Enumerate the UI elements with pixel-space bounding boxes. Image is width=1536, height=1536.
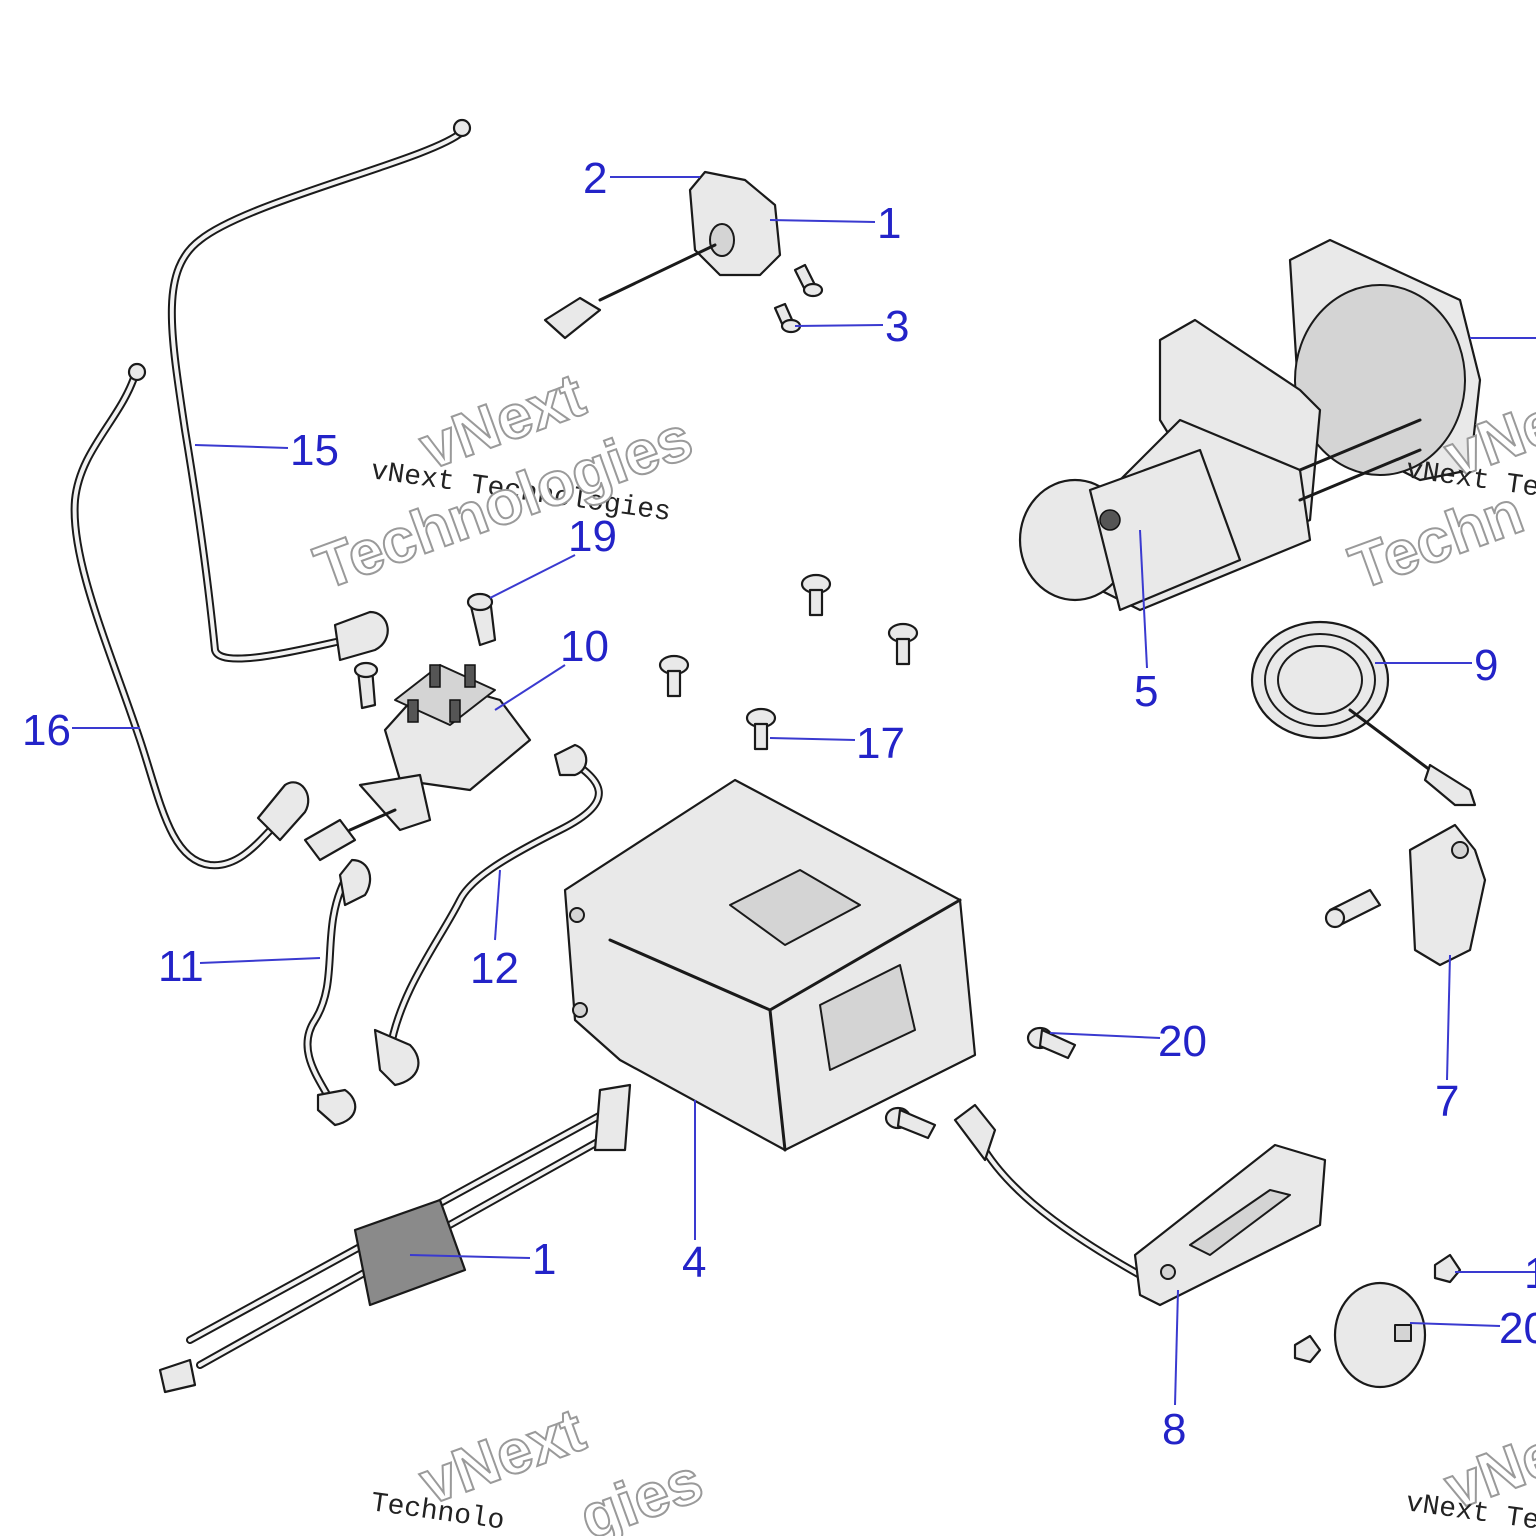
callout-13: 15 bbox=[290, 426, 339, 475]
callout-10: 10 bbox=[560, 622, 609, 671]
part-12-cable bbox=[373, 743, 603, 1087]
callout-labels: 2 1 3 15 19 10 16 17 5 9 7 11 12 20 4 1 … bbox=[22, 154, 1536, 1454]
part-16-bolts bbox=[353, 592, 497, 710]
part-13-battery-cable bbox=[167, 118, 472, 663]
part-5-winch bbox=[1018, 238, 1482, 612]
part-3-screws bbox=[773, 263, 824, 334]
callout-16: 19 bbox=[568, 512, 617, 561]
leader-lines bbox=[72, 176, 1536, 1406]
callout-17: 20 bbox=[1158, 1017, 1207, 1066]
part-14-ground-cable bbox=[70, 362, 310, 870]
callout-11: 11 bbox=[158, 942, 204, 991]
part-17-bolts bbox=[884, 1026, 1077, 1140]
part-18-19-hardware bbox=[1293, 1253, 1462, 1389]
callout-9: 9 bbox=[1474, 641, 1498, 690]
callout-12: 12 bbox=[470, 944, 519, 993]
part-15-screws bbox=[658, 573, 919, 751]
callout-1: 1 bbox=[877, 199, 901, 248]
callout-4: 4 bbox=[682, 1238, 706, 1287]
part-20-harness bbox=[158, 1083, 632, 1394]
callout-5: 5 bbox=[1134, 667, 1158, 716]
part-1-2-handlebar-switch bbox=[543, 170, 782, 340]
callout-2: 2 bbox=[583, 154, 607, 203]
part-8-fairlead bbox=[953, 1103, 1327, 1307]
watermark-bottom: vNext Technolo gies vNe vNext Te bbox=[369, 1395, 1536, 1536]
callout-3: 3 bbox=[885, 302, 909, 351]
callout-19: 20 bbox=[1499, 1304, 1536, 1353]
part-10-solenoid bbox=[358, 664, 532, 832]
callout-18-cut: 1 bbox=[1524, 1249, 1536, 1298]
callout-14: 16 bbox=[22, 706, 71, 755]
callout-7: 7 bbox=[1435, 1077, 1459, 1126]
part-4-mounting-plate bbox=[563, 778, 977, 1152]
harness-connector bbox=[303, 808, 397, 862]
part-7-hook bbox=[1324, 823, 1487, 967]
watermark-line-big-cut: Techn bbox=[1341, 477, 1532, 603]
part-9-winch-cable bbox=[1250, 620, 1477, 807]
part-11-cable bbox=[303, 858, 372, 1127]
callout-8: 8 bbox=[1162, 1405, 1186, 1454]
watermark-center: vNext vNext Technologies Technologies bbox=[305, 360, 702, 605]
callout-15: 17 bbox=[856, 719, 905, 768]
callout-20: 1 bbox=[532, 1235, 556, 1284]
